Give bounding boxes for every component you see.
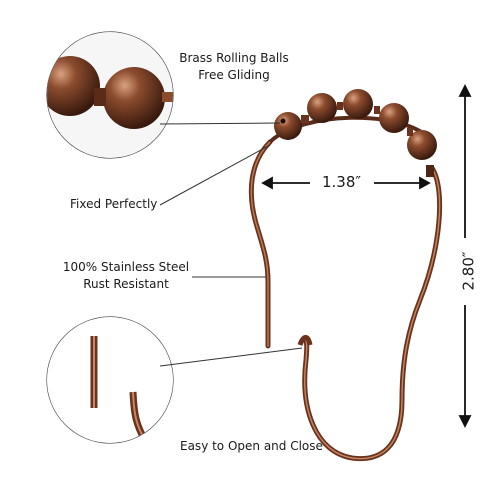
height-dimension-arrow xyxy=(458,83,472,429)
callout-stainless-steel: 100% Stainless Steel Rust Resistant xyxy=(60,259,192,293)
callout-balls-line2: Free Gliding xyxy=(198,68,270,82)
width-dimension-label: 1.38″ xyxy=(322,173,362,191)
callout-balls-line1: Brass Rolling Balls xyxy=(179,51,289,65)
zoom-circle-balls xyxy=(46,31,174,159)
hook-body xyxy=(248,115,443,462)
callout-rolling-balls: Brass Rolling Balls Free Gliding xyxy=(178,50,290,84)
height-dimension-label: 2.80″ xyxy=(459,251,478,291)
hook-open-end xyxy=(297,335,313,346)
width-dimension-arrow xyxy=(261,176,431,190)
callout-easy-open: Easy to Open and Close xyxy=(180,439,323,453)
callout-lines xyxy=(159,122,303,367)
callout-steel-line2: Rust Resistant xyxy=(83,277,169,291)
rolling-balls xyxy=(274,89,437,177)
callout-steel-line1: 100% Stainless Steel xyxy=(62,260,190,274)
callout-fixed-perfectly: Fixed Perfectly xyxy=(70,197,158,211)
zoom-circle-opening xyxy=(46,316,174,444)
